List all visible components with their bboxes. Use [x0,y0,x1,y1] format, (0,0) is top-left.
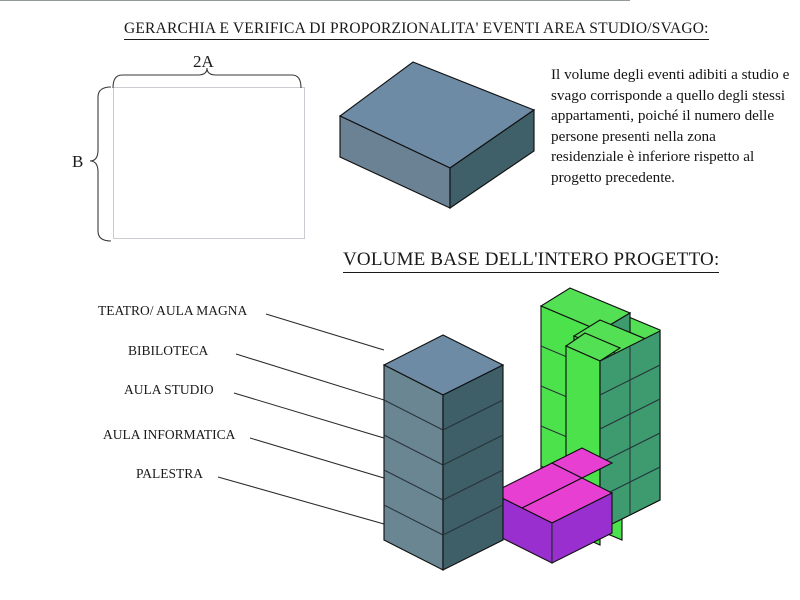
annotation-label-biblioteca: BIBILOTECA [128,343,209,358]
iso-box-right-face [449,108,535,210]
gray-right-div-3 [442,469,504,501]
page-title-hierarchy: GERARCHIA E VERIFICA DI PROPORZIONALITA'… [124,20,709,40]
gray-right-div-1 [442,399,504,431]
leader-line-teatro [265,313,385,351]
leader-line-biblioteca [235,353,385,401]
gray-left-div-2 [383,434,444,466]
leader-line-aula-studio [233,392,385,439]
brace-left-height [89,86,112,242]
plan-rectangle [113,87,305,239]
gray-left-div-1 [383,399,444,431]
gray-right-face [442,364,504,571]
description-paragraph: Il volume degli eventi adibiti a studio … [551,66,790,186]
green-r-div-2 [599,398,661,430]
gray-left-div-4 [383,504,444,536]
green-r-div-1 [599,364,661,396]
gray-left-div-3 [383,469,444,501]
gray-right-div-4 [442,504,504,536]
leader-line-aula-informatica [249,437,385,479]
annotation-label-aula-studio: AULA STUDIO [124,382,214,397]
gray-tower [382,334,505,571]
gray-left-face [383,364,444,571]
dimension-label-height: B [72,152,84,171]
brace-top-width [112,67,302,89]
green-r-div-3 [599,432,661,464]
dimension-label-width: 2A [193,52,214,71]
magenta-block [490,447,614,564]
annotation-label-teatro: TEATRO/ AULA MAGNA [98,303,248,318]
leader-line-palestra [217,476,385,525]
annotation-label-aula-informatica: AULA INFORMATICA [103,427,236,442]
section-title-volume: VOLUME BASE DELL'INTERO PROGETTO: [343,249,720,273]
annotation-label-palestra: PALESTRA [136,466,204,481]
magenta-top-right [550,447,614,479]
gray-right-div-2 [442,434,504,466]
